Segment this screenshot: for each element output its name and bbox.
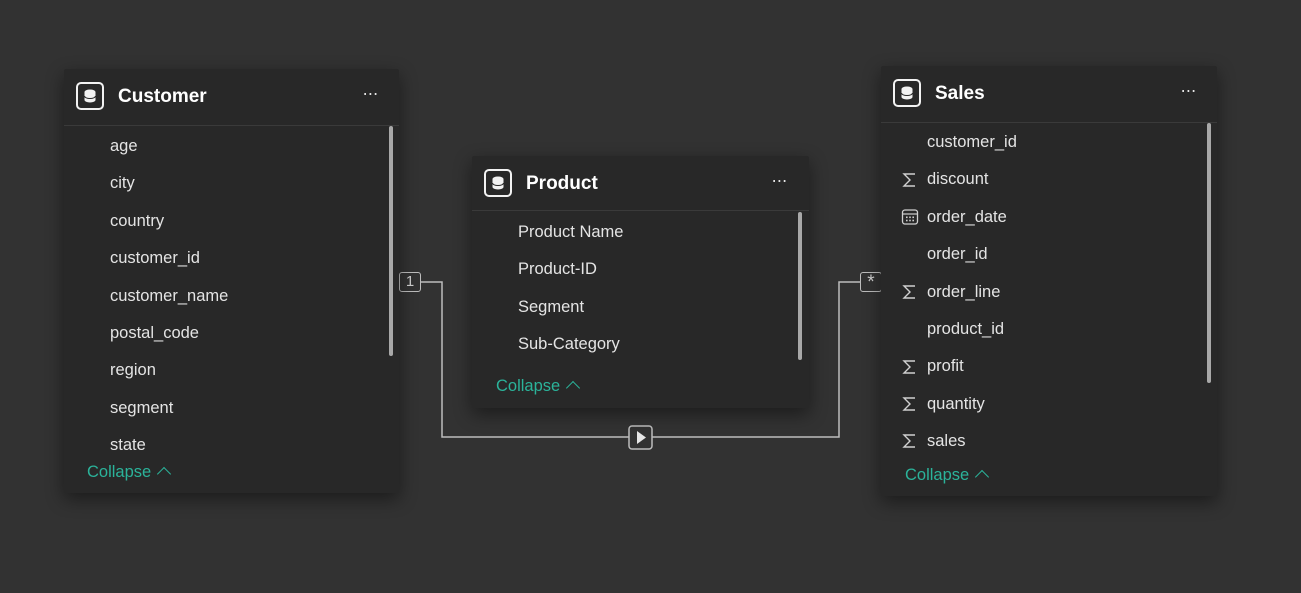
- field-item[interactable]: customer_id: [927, 133, 1017, 151]
- field-item[interactable]: postal_code: [110, 324, 199, 342]
- field-item[interactable]: customer_name: [110, 287, 229, 305]
- field-item[interactable]: city: [110, 174, 135, 192]
- field-item[interactable]: age: [110, 137, 138, 155]
- scrollbar-thumb[interactable]: [798, 212, 802, 360]
- cardinality-one-label: 1: [399, 272, 421, 292]
- field-item[interactable]: product_id: [927, 320, 1005, 338]
- field-item[interactable]: discount: [927, 170, 989, 188]
- table-title: Customer: [118, 86, 207, 107]
- table-title: Product: [526, 173, 598, 194]
- collapse-label: Collapse: [87, 463, 152, 481]
- field-item[interactable]: Product-ID: [518, 260, 597, 278]
- database-icon: [893, 79, 921, 107]
- sigma-icon: [902, 434, 915, 448]
- sigma-icon: [902, 285, 915, 299]
- field-item[interactable]: region: [110, 361, 156, 379]
- database-icon: [484, 169, 512, 197]
- chevron-up-icon: [157, 466, 172, 482]
- field-item[interactable]: state: [110, 436, 146, 453]
- field-item[interactable]: Sub-Category: [518, 335, 620, 353]
- sigma-icon: [902, 397, 915, 411]
- field-item[interactable]: Segment: [518, 298, 585, 316]
- field-item[interactable]: customer_id: [110, 249, 200, 267]
- field-item[interactable]: quantity: [927, 395, 985, 413]
- field-list: age city country customer_id customer_na…: [64, 126, 384, 453]
- field-item[interactable]: segment: [110, 399, 174, 417]
- collapse-button[interactable]: Collapse: [87, 463, 172, 482]
- more-options-icon[interactable]: ⋯: [1180, 83, 1198, 100]
- cardinality-many-label: *: [860, 272, 882, 293]
- collapse-button[interactable]: Collapse: [496, 377, 581, 396]
- table-title: Sales: [935, 83, 985, 104]
- field-item[interactable]: sales: [927, 432, 966, 450]
- field-item[interactable]: order_id: [927, 245, 988, 263]
- collapse-button[interactable]: Collapse: [905, 466, 990, 485]
- collapse-label: Collapse: [496, 377, 561, 395]
- scrollbar-thumb[interactable]: [389, 126, 393, 356]
- table-card-customer[interactable]: Customer ⋯ age city country customer_id …: [64, 69, 399, 493]
- cross-filter-direction-icon[interactable]: [628, 425, 653, 450]
- field-item[interactable]: country: [110, 212, 165, 230]
- calendar-icon: [901, 209, 919, 225]
- table-card-sales[interactable]: Sales ⋯ customer_id discount order_date …: [881, 66, 1217, 496]
- chevron-up-icon: [566, 380, 581, 396]
- field-item[interactable]: order_date: [927, 208, 1007, 226]
- field-item[interactable]: order_line: [927, 283, 1001, 301]
- scrollbar-thumb[interactable]: [1207, 123, 1211, 383]
- more-options-icon[interactable]: ⋯: [362, 86, 380, 103]
- field-item[interactable]: profit: [927, 357, 964, 375]
- table-card-product[interactable]: Product ⋯ Product Name Product-ID Segmen…: [472, 156, 809, 408]
- database-icon: [76, 82, 104, 110]
- sigma-icon: [902, 173, 915, 187]
- more-options-icon[interactable]: ⋯: [771, 173, 789, 190]
- card-header[interactable]: Customer ⋯: [64, 69, 399, 126]
- collapse-label: Collapse: [905, 466, 970, 484]
- chevron-up-icon: [975, 469, 990, 485]
- field-item[interactable]: Product Name: [518, 223, 624, 241]
- sigma-icon: [902, 360, 915, 374]
- card-header[interactable]: Sales ⋯: [881, 66, 1217, 123]
- card-header[interactable]: Product ⋯: [472, 156, 809, 211]
